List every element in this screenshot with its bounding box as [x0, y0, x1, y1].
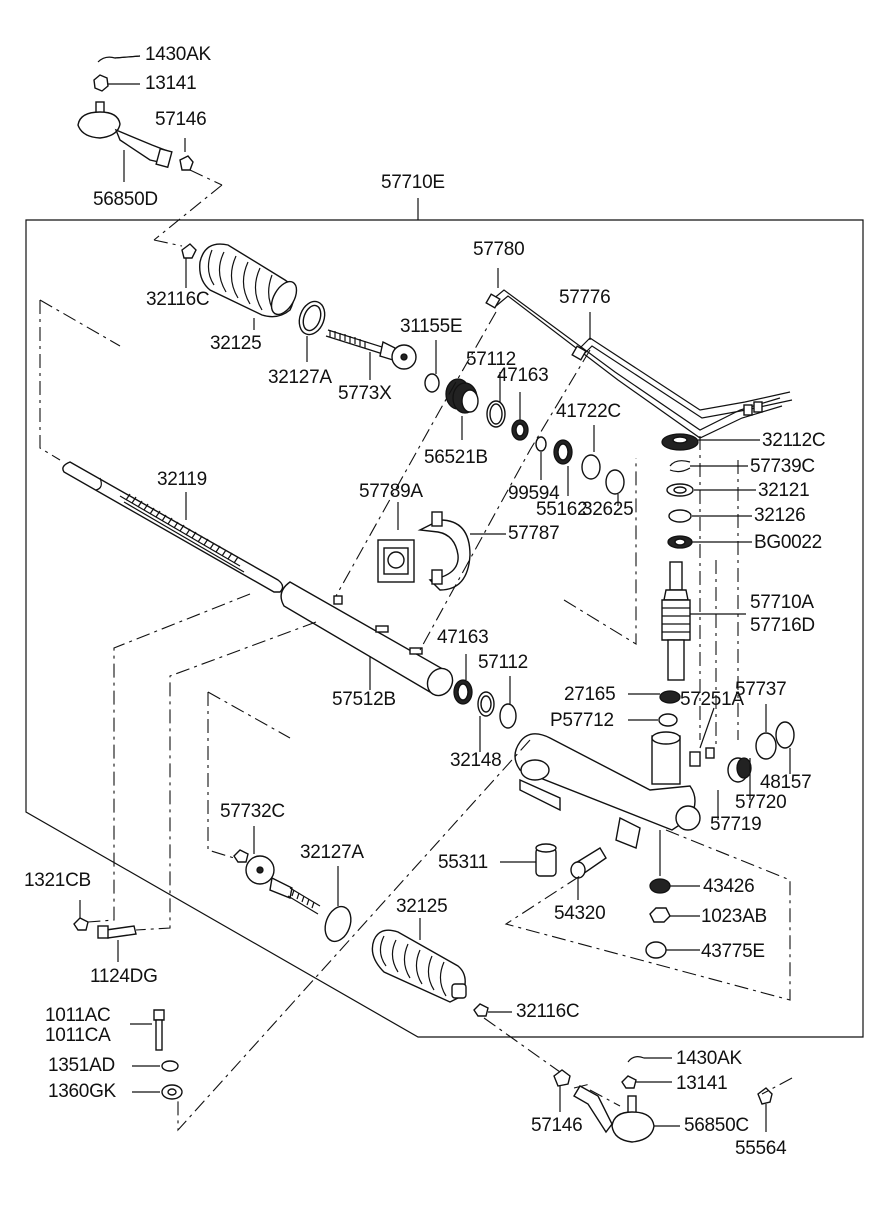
fluid-lines [485, 268, 793, 439]
bushings [500, 843, 607, 900]
boot-top [181, 243, 326, 362]
valve-shaft [661, 561, 746, 681]
label-13141-top: 13141 [145, 73, 197, 94]
inner-tie-rod-top [325, 329, 440, 393]
label-57789A: 57789A [359, 481, 423, 502]
label-56850C: 56850C [684, 1115, 749, 1136]
label-57146-bottom: 57146 [531, 1115, 583, 1136]
label-57739C: 57739C [750, 456, 815, 477]
label-32148: 32148 [450, 750, 502, 771]
label-32625: 32625 [582, 499, 634, 520]
rack-bar [62, 461, 284, 593]
label-57787: 57787 [508, 523, 560, 544]
label-54320: 54320 [554, 903, 606, 924]
mount-bracket [377, 502, 506, 591]
label-1351AD: 1351AD [48, 1055, 115, 1076]
label-32125-top: 32125 [210, 333, 262, 354]
rings-cluster [535, 425, 625, 506]
label-27165: 27165 [564, 684, 616, 705]
mid-seals [453, 654, 517, 752]
label-57719: 57719 [710, 814, 762, 835]
label-1011AC: 1011AC [45, 1005, 111, 1026]
label-32126: 32126 [754, 505, 806, 526]
label-57776: 57776 [559, 287, 611, 308]
housing-tube [280, 581, 454, 697]
label-99594: 99594 [508, 483, 560, 504]
label-57732C: 57732C [220, 801, 285, 822]
label-32119: 32119 [157, 469, 207, 490]
label-BG0022: BG0022 [754, 532, 822, 553]
label-48157: 48157 [760, 772, 812, 793]
label-57112-top: 57112 [466, 349, 516, 370]
assembly-frame [25, 198, 864, 1038]
label-57737: 57737 [735, 679, 787, 700]
tie-rod-end-left [77, 55, 223, 247]
valve-parts-stack [661, 433, 760, 549]
label-32127A-top: 32127A [268, 367, 332, 388]
label-1321CB: 1321CB [24, 870, 91, 891]
label-47163-top: 47163 [497, 365, 549, 386]
dashed-reference-lines [39, 299, 793, 1132]
label-47163-mid: 47163 [437, 627, 489, 648]
label-57146-top: 57146 [155, 109, 207, 130]
label-56850D: 56850D [93, 189, 158, 210]
label-43426: 43426 [703, 876, 755, 897]
label-57710A: 57710A [750, 592, 814, 613]
label-57710E: 57710E [381, 172, 445, 193]
pinion-rings [628, 690, 681, 727]
bottom-nuts [645, 830, 700, 959]
label-43775E: 43775E [701, 941, 765, 962]
label-13141-bottom: 13141 [676, 1073, 728, 1094]
label-32112C: 32112C [762, 430, 826, 451]
mount-bolts [73, 900, 183, 1100]
label-1430AK-top: 1430AK [145, 44, 211, 65]
label-5773X: 5773X [338, 383, 392, 404]
label-1124DG: 1124DG [90, 966, 158, 987]
label-57512B: 57512B [332, 689, 396, 710]
label-56521B: 56521B [424, 447, 488, 468]
inner-tie-rod-bottom [233, 826, 352, 943]
label-55162: 55162 [536, 499, 588, 520]
label-1430AK-bottom: 1430AK [676, 1048, 742, 1069]
label-41722C: 41722C [556, 401, 621, 422]
label-57251A: 57251A [680, 689, 744, 710]
label-55311: 55311 [438, 852, 488, 873]
label-57112-mid: 57112 [478, 652, 528, 673]
boot-bottom [371, 918, 512, 1017]
label-31155E: 31155E [400, 316, 463, 337]
label-32125-bottom: 32125 [396, 896, 448, 917]
tie-rod-end-right [553, 1056, 773, 1143]
label-32116C-bottom: 32116C [516, 1001, 580, 1022]
label-57780: 57780 [473, 239, 525, 260]
label-1011CA: 1011CA [45, 1025, 111, 1046]
seal-56521B [445, 372, 529, 441]
label-P57712: P57712 [550, 710, 614, 731]
gear-housing [514, 704, 795, 849]
label-1360GK: 1360GK [48, 1081, 116, 1102]
label-32121: 32121 [758, 480, 810, 501]
label-55564: 55564 [735, 1138, 787, 1159]
label-57720: 57720 [735, 792, 787, 813]
label-32116C-top: 32116C [146, 289, 210, 310]
label-1023AB: 1023AB [701, 906, 767, 927]
label-32127A-bottom: 32127A [300, 842, 364, 863]
label-57716D: 57716D [750, 615, 815, 636]
